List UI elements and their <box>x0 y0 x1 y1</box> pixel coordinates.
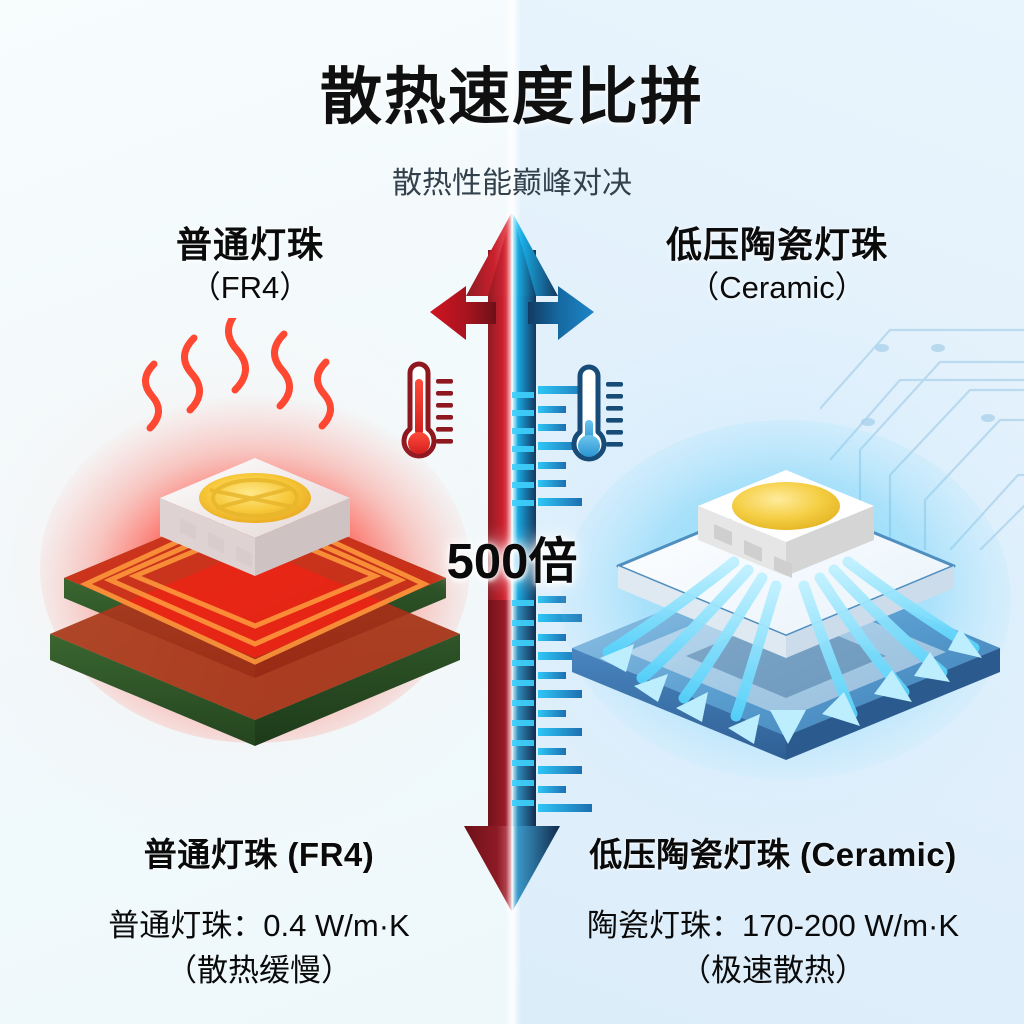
right-caption-name: 低压陶瓷灯珠 (Ceramic) <box>589 836 957 873</box>
left-caption-block: 普通灯珠 (FR4) 普通灯珠：0.4 W/m·K （散热缓慢） <box>24 828 494 994</box>
heat-waves-icon <box>142 318 334 432</box>
left-caption-name: 普通灯珠 (FR4) <box>143 836 375 873</box>
thermometer-hot-icon <box>401 361 453 459</box>
right-branch-arrow <box>528 286 594 340</box>
page-subtitle: 散热性能巅峰对决 <box>392 167 632 200</box>
fr4-led-illustration <box>40 318 470 746</box>
right-product-name: 低压陶瓷灯珠 <box>665 224 888 265</box>
left-product-code: （FR4） <box>189 270 311 305</box>
ratio-badge: 500倍 <box>446 535 578 589</box>
thermometer-cold-icon <box>571 364 623 462</box>
left-caption-note: （散热缓慢） <box>166 952 352 988</box>
left-product-name: 普通灯珠 <box>175 224 324 265</box>
right-caption-block: 低压陶瓷灯珠 (Ceramic) 陶瓷灯珠：170-200 W/m·K （极速散… <box>528 828 1018 994</box>
ceramic-led-illustration <box>561 420 1011 780</box>
left-caption-spec: 普通灯珠：0.4 W/m·K <box>108 908 410 943</box>
left-product-heading: 普通灯珠 （FR4） <box>40 222 460 309</box>
right-caption-note: （极速散热） <box>680 952 866 988</box>
right-product-code: （Ceramic） <box>688 270 866 305</box>
arrow-heads <box>600 628 982 744</box>
right-caption-spec: 陶瓷灯珠：170-200 W/m·K <box>586 908 960 943</box>
center-comparison-arrow <box>430 212 594 912</box>
left-branch-arrow <box>430 286 496 340</box>
page-title: 散热速度比拼 <box>319 63 704 132</box>
right-product-heading: 低压陶瓷灯珠 （Ceramic） <box>562 222 992 309</box>
